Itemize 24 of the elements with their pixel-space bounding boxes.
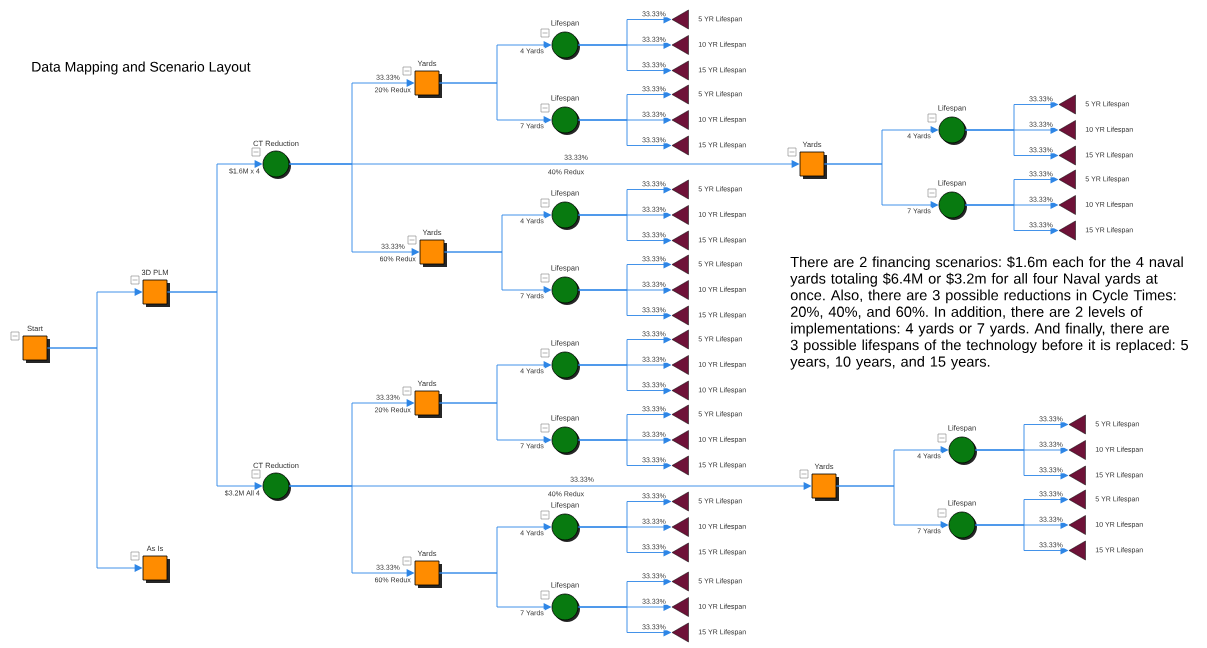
arrow [577, 439, 672, 470]
arrow [288, 485, 415, 577]
arrow [438, 82, 552, 124]
arrow [288, 163, 420, 256]
arrow [823, 163, 939, 209]
arrow [964, 204, 1059, 235]
arrow [577, 44, 672, 75]
arrow [577, 119, 672, 150]
arrow [438, 572, 552, 611]
arrow [964, 129, 1059, 160]
arrow [974, 449, 1069, 480]
arrow [443, 251, 552, 294]
title: Data Mapping and Scenario Layout [32, 61, 251, 75]
note-text: There are 2 financing scenarios: $1.6m each for the 4 naval yards totaling $6.4M or $3.2m for all four Naval yards at once. Also, there are 3 possible reductions in Cycle Times: 20%, 40%, and 60%. In addition, there are 2 levels of implementations: 4 yards or 7 yards. And finally, there are 3 possible lifespans of the technology before it is replaced: 5 years, 10 years, and 15 years. [790, 256, 1188, 370]
arrow [974, 524, 1069, 555]
arrow [835, 485, 949, 529]
arrow [577, 289, 672, 320]
arrow [577, 364, 672, 395]
arrow [46, 347, 143, 572]
arrow [438, 402, 552, 444]
arrow [577, 606, 672, 637]
arrow [577, 214, 672, 245]
arrow [166, 291, 263, 490]
arrow [577, 526, 672, 557]
